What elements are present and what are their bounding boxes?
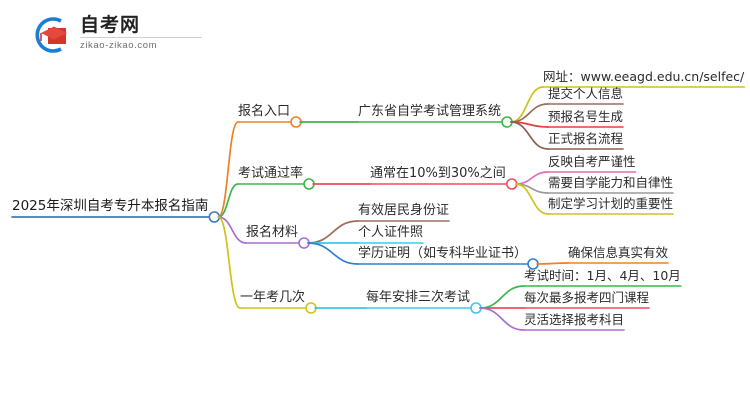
mindmap-connector (510, 86, 544, 123)
mindmap-connector (217, 216, 247, 244)
mindmap-node-level-3[interactable]: 需要自学能力和自律性 (548, 174, 674, 190)
mindmap-node-level-2[interactable]: 个人证件照 (358, 226, 423, 239)
mindmap-node-level-3[interactable]: 网址：www.eeagd.edu.cn/selfec/ (543, 68, 745, 84)
mindmap-node-level-1[interactable]: 报名材料 (246, 226, 298, 239)
node-label: 每次最多报考四门课程 (524, 289, 650, 305)
mindmap-node-level-2[interactable]: 有效居民身份证 (358, 204, 449, 217)
node-label: 灵活选择报考科目 (524, 311, 625, 327)
logo-text: 自考网 zikao-zikao.com (80, 14, 205, 51)
mindmap-node-level-2[interactable]: 每年安排三次考试 (366, 291, 470, 304)
node-label: 报名入口 (238, 104, 291, 119)
node-label: 2025年深圳自考专升本报名指南 (12, 197, 209, 214)
mindmap-node-level-1[interactable]: 考试通过率 (238, 167, 303, 180)
mindmap-connector (479, 307, 525, 331)
mindmap-node-level-3[interactable]: 每次最多报考四门课程 (524, 289, 650, 305)
node-label: 网址：www.eeagd.edu.cn/selfec/ (543, 68, 745, 84)
node-label: 正式报名流程 (548, 130, 624, 146)
node-label: 需要自学能力和自律性 (548, 174, 674, 190)
mindmap-node-level-3[interactable]: 确保信息真实有效 (568, 244, 669, 260)
node-label: 考试时间：1月、4月、10月 (524, 267, 681, 283)
node-label: 广东省自学考试管理系统 (358, 104, 502, 119)
mindmap-connector (479, 285, 525, 309)
mindmap-node-level-3[interactable]: 预报名号生成 (548, 108, 624, 124)
logo-divider (80, 37, 202, 38)
logo-domain: zikao-zikao.com (80, 40, 158, 51)
node-label: 提交个人信息 (548, 85, 624, 101)
node-label: 考试通过率 (238, 166, 304, 181)
site-logo: 自考网 zikao-zikao.com (28, 12, 208, 58)
node-label: 反映自考严谨性 (548, 153, 636, 169)
mindmap-node-level-3[interactable]: 反映自考严谨性 (548, 153, 636, 169)
mindmap-node-level-1[interactable]: 一年考几次 (240, 291, 305, 304)
node-label: 预报名号生成 (548, 108, 624, 124)
node-label: 有效居民身份证 (358, 203, 450, 218)
mindmap-node-level-2[interactable]: 广东省自学考试管理系统 (358, 105, 501, 118)
mindmap-connector (307, 242, 359, 265)
node-label: 通常在10%到30%之间 (370, 166, 506, 181)
mindmap-node-level-3[interactable]: 灵活选择报考科目 (524, 311, 625, 327)
mindmap-connector (217, 121, 239, 218)
node-label: 个人证件照 (358, 225, 424, 240)
node-label: 报名材料 (246, 225, 299, 240)
mindmap-connector (514, 183, 549, 215)
mindmap-node-level-3[interactable]: 正式报名流程 (548, 130, 624, 146)
mindmap-connector (217, 183, 239, 218)
node-label: 每年安排三次考试 (366, 290, 471, 305)
mindmap-connector (217, 216, 241, 309)
mindmap-node-level-2[interactable]: 通常在10%到30%之间 (370, 167, 506, 180)
node-label: 学历证明（如专科毕业证书） (358, 246, 528, 261)
graduation-cap-icon (35, 17, 67, 53)
mindmap-connector (307, 220, 359, 244)
node-label: 一年考几次 (240, 290, 306, 305)
mindmap-connector (514, 171, 549, 185)
mindmap-root-node[interactable]: 2025年深圳自考专升本报名指南 (12, 197, 209, 214)
node-label: 确保信息真实有效 (568, 244, 669, 260)
mindmap-node-level-3[interactable]: 考试时间：1月、4月、10月 (524, 267, 681, 283)
logo-title: 自考网 (80, 14, 141, 36)
mindmap-node-level-3[interactable]: 提交个人信息 (548, 85, 624, 101)
node-label: 制定学习计划的重要性 (548, 195, 674, 211)
mindmap-connector (510, 121, 549, 150)
mindmap-connector (536, 262, 569, 265)
mindmap-node-level-1[interactable]: 报名入口 (238, 105, 290, 118)
mindmap-node-level-3[interactable]: 制定学习计划的重要性 (548, 195, 674, 211)
mindmap-node-level-2[interactable]: 学历证明（如专科毕业证书） (358, 247, 527, 260)
